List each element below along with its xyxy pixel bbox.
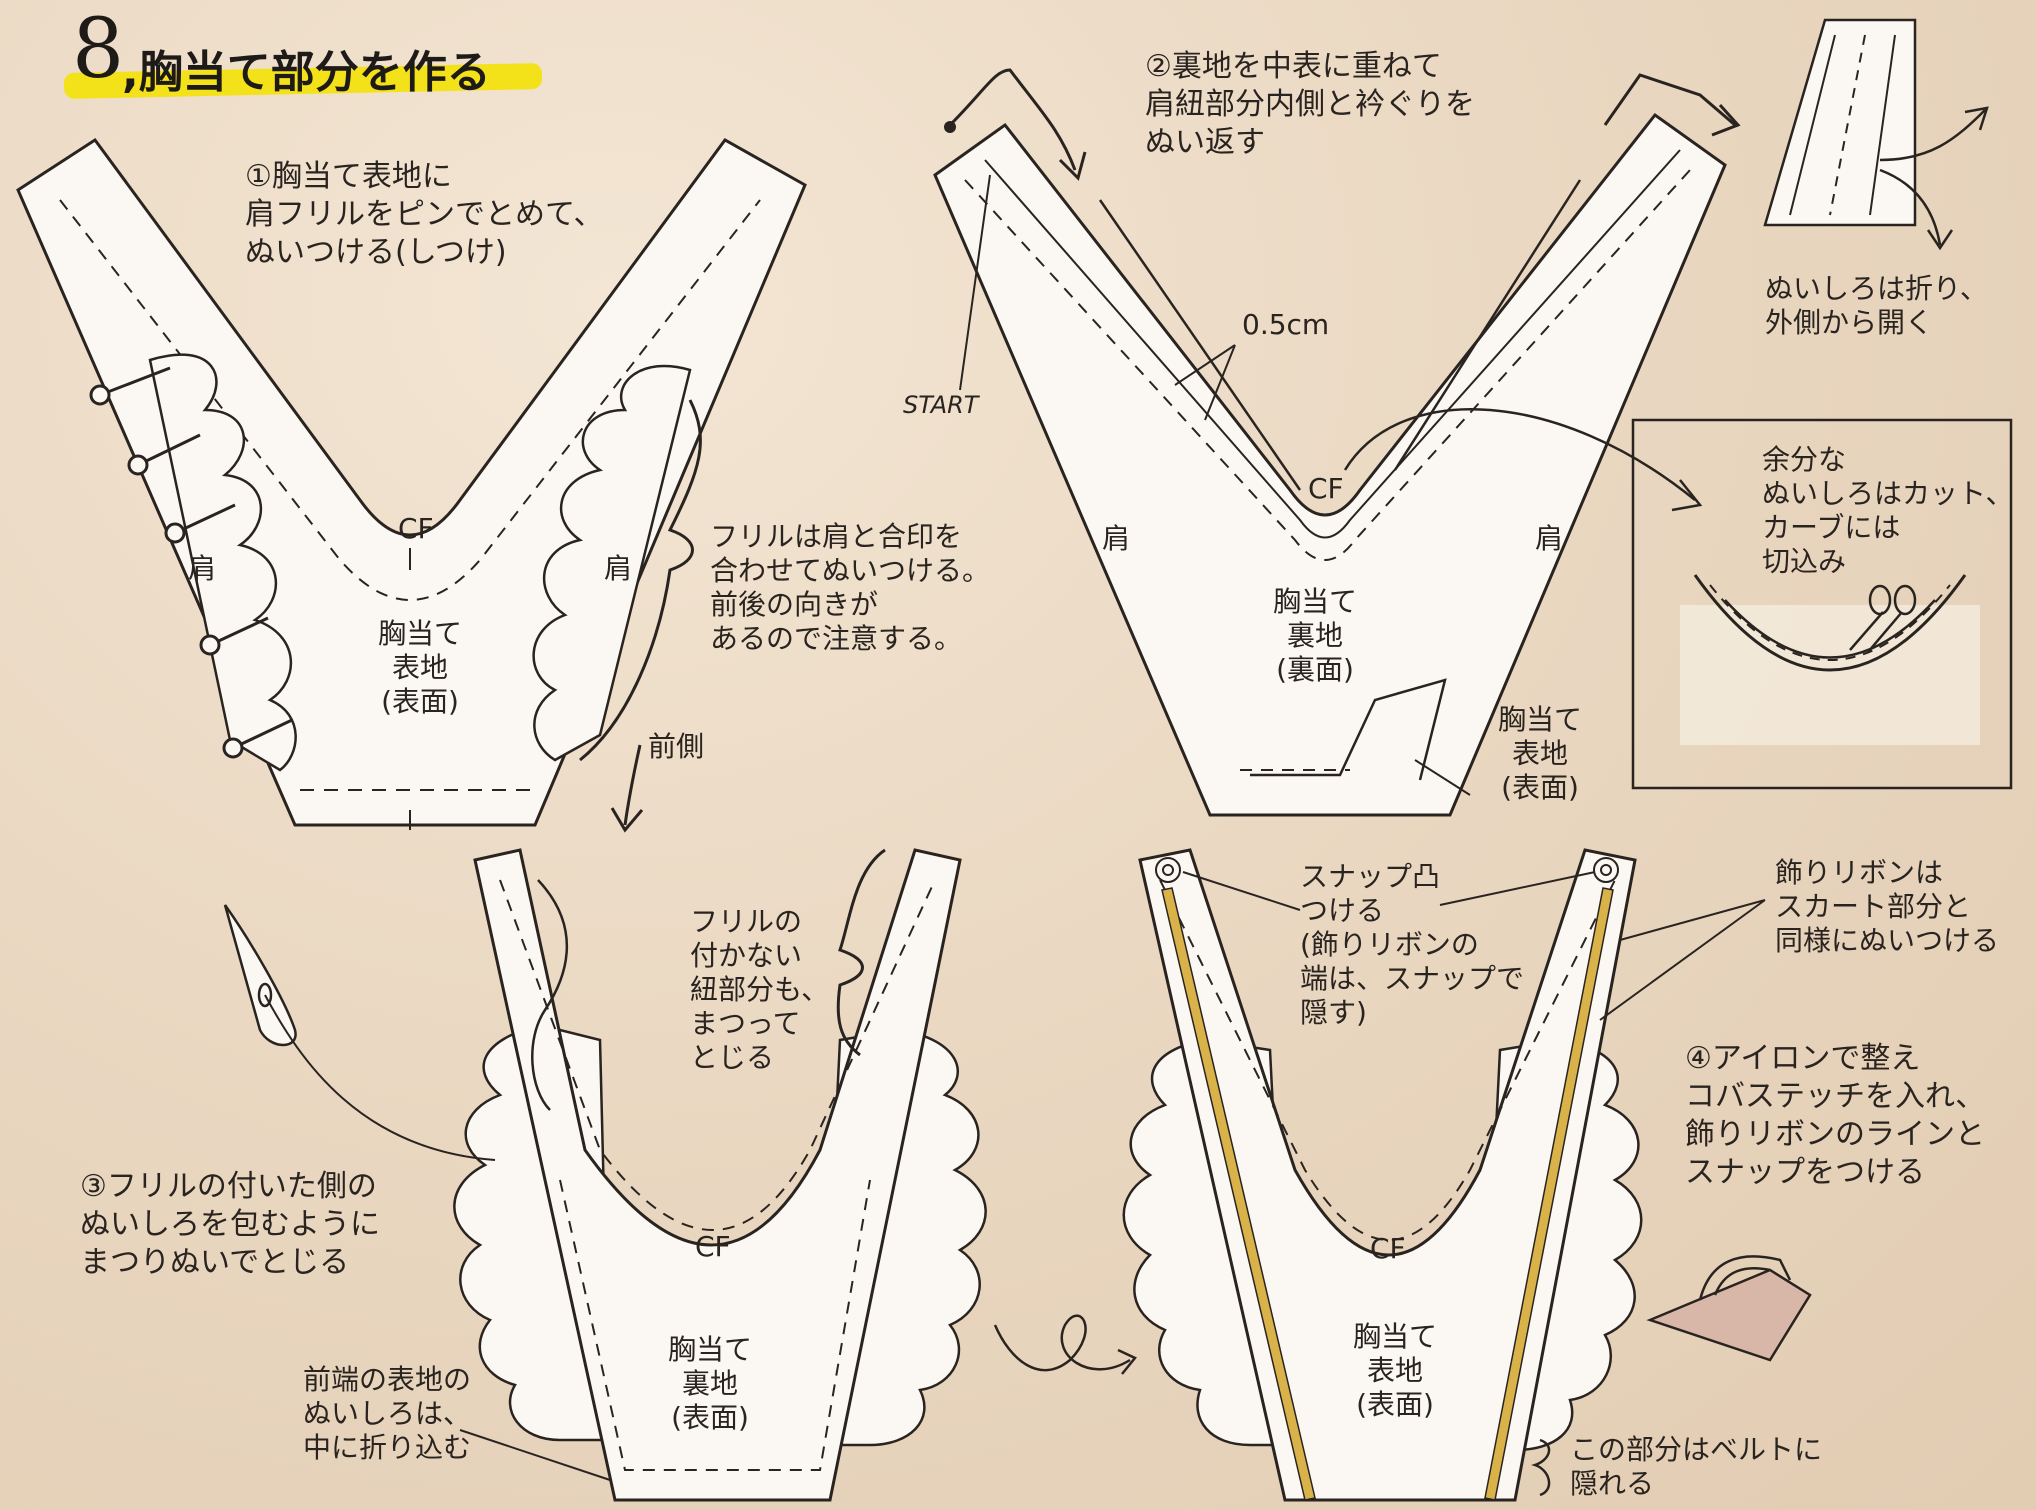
arrow-icon — [948, 68, 1077, 171]
bracket-3 — [836, 848, 886, 1057]
page-title: ,胸当て部分を作る — [122, 47, 491, 98]
bracket-4 — [1531, 1438, 1551, 1497]
frill-right-1 — [532, 364, 692, 762]
snap-icon — [1155, 857, 1181, 883]
frill-left-1 — [148, 353, 297, 772]
pin-icon — [199, 634, 221, 656]
note-front-side: 前側 — [648, 730, 705, 763]
note-trim: 余分な ぬいしろはカット、 カーブには 切込み — [1762, 443, 2014, 578]
step-3-text: ③フリルの付いた側の ぬいしろを包むように まつりぬいでとじる — [80, 1169, 380, 1280]
pin-icon — [222, 737, 244, 759]
note-ribbon: 飾りリボンは スカート部分と 同様にぬいつける — [1775, 856, 2000, 957]
pin-icon — [127, 454, 149, 476]
pin-icon — [89, 384, 111, 406]
cf-label-2: CF — [1308, 472, 1344, 505]
shoulder-label-1l: 肩 — [188, 552, 217, 585]
decorative-ribbon — [1161, 887, 1614, 1501]
step-1-text: ①胸当て表地に 肩フリルをピンでとめて、 ぬいつける(しつけ) — [245, 159, 604, 270]
seam-fold-sketch — [1763, 18, 1917, 227]
arrow-icon — [623, 744, 642, 826]
step-4-text: ④アイロンで整え コバステッチを入れ、 飾りリボンのラインと スナップをつける — [1685, 1041, 1986, 1190]
panel-3-bib — [473, 848, 962, 1502]
p4-body-label: 胸当て 表地 (表面) — [1352, 1320, 1437, 1421]
note-frill-attach: フリルは肩と合印を 合わせてぬいつける。 前後の向きが あるので注意する。 — [710, 520, 991, 655]
panel-4-bib — [1138, 848, 1637, 1502]
pin-icon — [164, 522, 186, 544]
p2-outer-label: 胸当て 表地 (表面) — [1497, 703, 1582, 804]
leader-lines — [1174, 344, 1236, 421]
note-belt: この部分はベルトに 隠れる — [1570, 1433, 1823, 1500]
note-half-cm: 0.5cm — [1242, 308, 1330, 341]
shoulder-label-1r: 肩 — [604, 552, 633, 585]
step-number: 8 — [72, 2, 125, 97]
pins — [89, 366, 293, 759]
note-front-edge: 前端の表地の ぬいしろは、 中に折り込む — [303, 1363, 472, 1464]
needle-icon — [223, 904, 297, 1047]
iron-icon — [1646, 1255, 1812, 1362]
cf-label-1: CF — [398, 512, 434, 545]
shoulder-label-2r: 肩 — [1535, 522, 1564, 555]
bracket-1 — [579, 399, 702, 762]
flip-arrow-icon — [993, 1314, 1131, 1372]
detail-box — [1631, 418, 2013, 790]
note-start: START — [903, 391, 979, 419]
p2-body-label: 胸当て 裏地 (裏面) — [1272, 585, 1357, 686]
scissors-icon — [1849, 584, 1917, 653]
note-seam-fold: ぬいしろは折り、 外側から開く — [1765, 272, 1988, 339]
arrow-icon — [1603, 73, 1736, 127]
p3-body-label: 胸当て 裏地 (表面) — [667, 1333, 752, 1434]
p1-body-label: 胸当て 表地 (表面) — [377, 617, 462, 718]
arrow-icon — [1343, 408, 1696, 501]
panel-1-bib — [16, 137, 807, 830]
step-2-text: ②裏地を中表に重ねて 肩紐部分内側と衿ぐりを ぬい返す — [1145, 49, 1475, 160]
cf-label-3: CF — [695, 1230, 731, 1263]
panel-2-bib — [933, 112, 1727, 817]
shoulder-label-2l: 肩 — [1102, 522, 1131, 555]
arrow-icon — [1879, 109, 1986, 162]
cf-label-4: CF — [1370, 1232, 1406, 1265]
arrow-icon — [1879, 168, 1942, 246]
note-snap: スナップ凸 つける (飾りリボンの 端は、スナップで 隠す) — [1300, 860, 1525, 1029]
note-no-frill: フリルの 付かない 紐部分も、 まつって とじる — [690, 905, 830, 1074]
snap-icon — [1593, 857, 1619, 883]
